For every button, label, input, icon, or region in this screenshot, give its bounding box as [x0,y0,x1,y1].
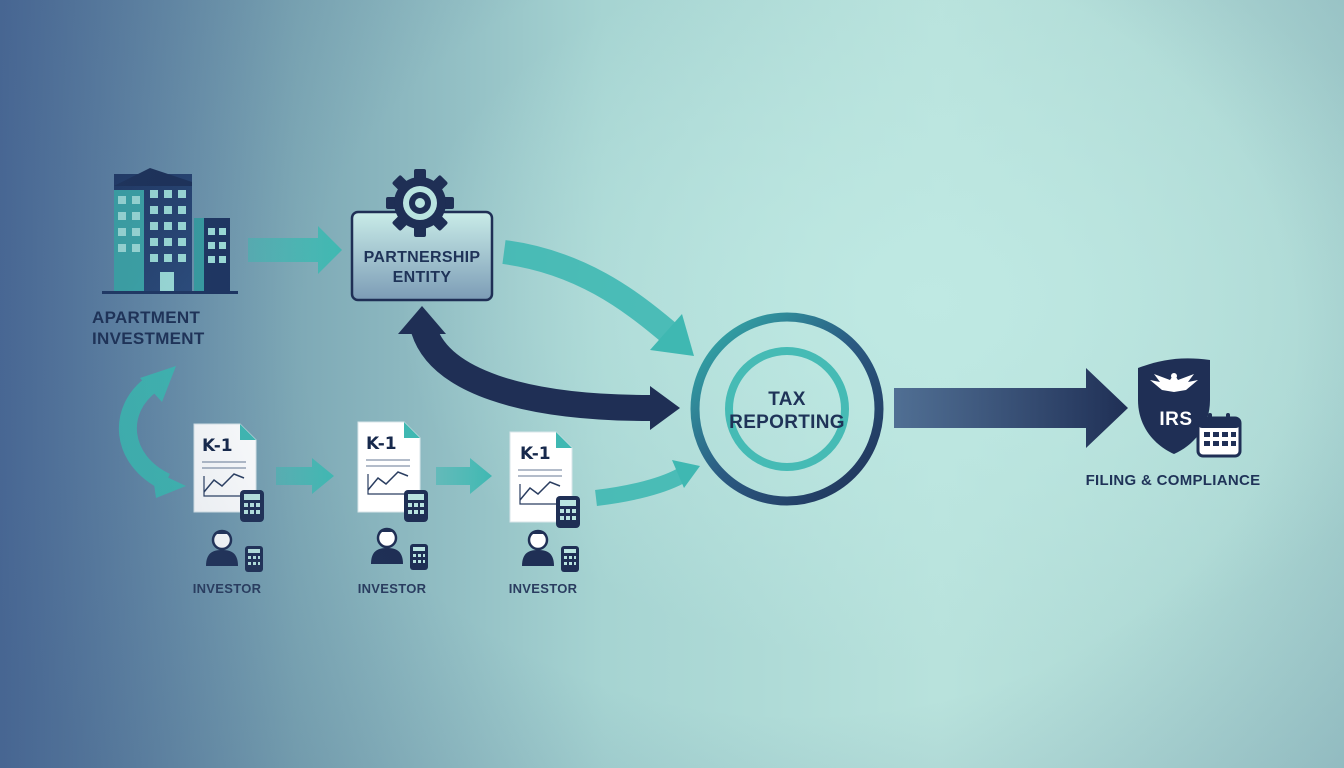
k1-document-title: K-1 [202,436,233,456]
apartment-investment-label: APARTMENT INVESTMENT [92,307,232,349]
arrow-tax-to-filing [894,368,1128,448]
partnership-label-line2: ENTITY [392,269,452,286]
tax-label-line1: TAX [768,389,806,410]
arrow-doc3-to-tax [595,460,700,506]
arrow-loop-to-partnership [398,306,680,430]
partnership-entity-label: PARTNERSHIP ENTITY [352,248,492,288]
arrow-investors-to-building [118,366,186,498]
calendar-icon [1196,413,1242,458]
tax-label-line2: REPORTING [729,412,845,433]
apartment-label-line1: APARTMENT [92,308,201,327]
person-icon [371,527,403,564]
calculator-icon [556,496,580,528]
eagle-icon [1150,373,1198,392]
tax-reporting-target [690,312,884,506]
k1-document-title: K-1 [366,434,397,454]
gear-icon [386,169,454,237]
arrow-building-to-partnership [248,226,342,274]
investor-label: INVESTOR [508,581,578,596]
investor-label: INVESTOR [357,581,427,596]
document-icon [357,421,421,513]
arrow-doc2-to-doc3 [436,458,492,494]
irs-badge-text: IRS [1159,409,1193,430]
arrow-partnership-to-tax [502,240,694,356]
calculator-icon [561,546,579,572]
filing-compliance-label: FILING & COMPLIANCE [1085,472,1261,489]
calculator-icon [410,544,428,570]
tax-reporting-label: TAX REPORTING [712,388,862,434]
calculator-icon [240,490,264,522]
investor-label: INVESTOR [192,581,262,596]
arrow-doc1-to-doc2 [276,458,334,494]
person-icon [522,529,554,566]
person-icon [206,529,238,566]
building-icon [102,168,238,294]
calculator-icon [404,490,428,522]
calculator-icon [245,546,263,572]
k1-document-title: K-1 [520,444,551,464]
partnership-label-line1: PARTNERSHIP [363,249,481,266]
document-icon [193,423,257,513]
apartment-label-line2: INVESTMENT [92,329,205,348]
